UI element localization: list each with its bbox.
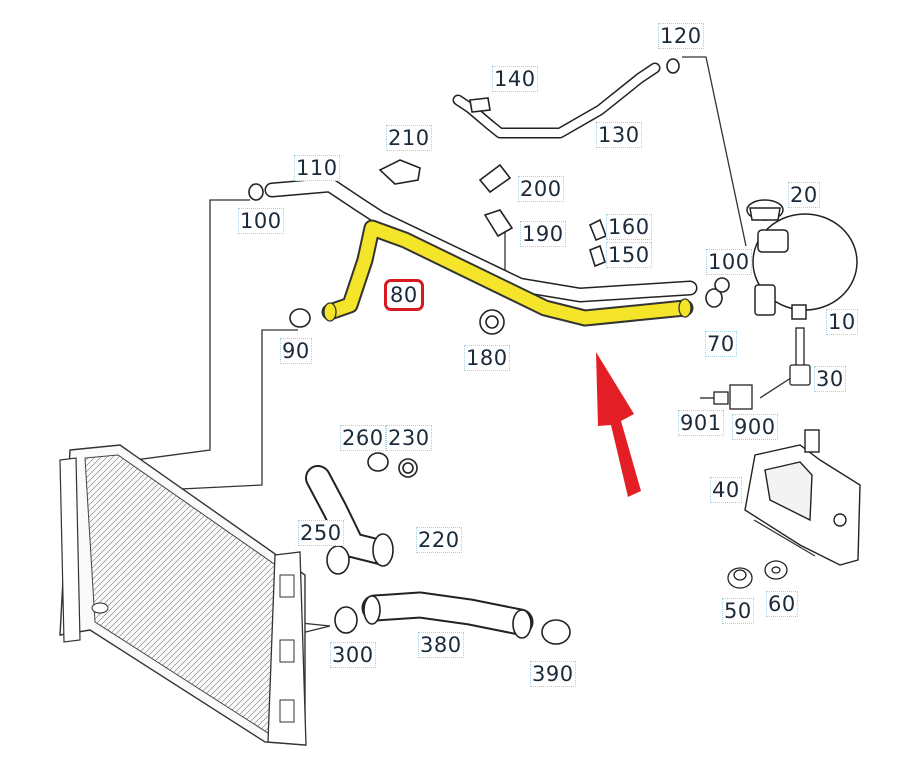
label-part-180: 180: [464, 345, 510, 371]
label-part-20: 20: [788, 182, 820, 208]
label-part-100b: 100: [706, 249, 752, 275]
hose-110: [264, 177, 698, 303]
label-part-901: 901: [678, 410, 724, 436]
label-part-210: 210: [386, 125, 432, 151]
label-part-230: 230: [386, 425, 432, 451]
label-part-120: 120: [658, 23, 704, 49]
label-part-10: 10: [826, 309, 858, 335]
washer-60: [764, 560, 788, 580]
label-part-380: 380: [418, 632, 464, 658]
label-part-60: 60: [766, 591, 798, 617]
label-part-90: 90: [280, 338, 312, 364]
label-part-390: 390: [530, 661, 576, 687]
label-part-260: 260: [340, 425, 386, 451]
expansion-tank: [746, 199, 858, 320]
radiator: [59, 444, 307, 746]
label-part-150: 150: [606, 242, 652, 268]
label-part-190: 190: [520, 221, 566, 247]
label-part-140: 140: [492, 66, 538, 92]
label-part-220: 220: [416, 527, 462, 553]
label-part-50: 50: [722, 598, 754, 624]
label-part-70: 70: [705, 331, 737, 357]
label-part-100a: 100: [238, 208, 284, 234]
label-part-30: 30: [814, 366, 846, 392]
label-part-130: 130: [596, 122, 642, 148]
label-part-40: 40: [710, 477, 742, 503]
hose-380: [361, 591, 534, 639]
red-arrow: [596, 352, 641, 497]
hose-80-highlighted: [321, 219, 694, 327]
label-part-900: 900: [732, 414, 778, 440]
label-part-110: 110: [294, 155, 340, 181]
sensor-30: [789, 327, 811, 386]
label-part-300: 300: [330, 642, 376, 668]
clamps: [248, 58, 730, 645]
label-part-250: 250: [298, 520, 344, 546]
grommet-50: [727, 567, 753, 589]
label-part-160: 160: [606, 214, 652, 240]
label-part-80-highlighted: 80: [384, 279, 424, 311]
connector-900: [700, 384, 753, 410]
label-part-200: 200: [518, 176, 564, 202]
bracket-40: [744, 429, 861, 566]
